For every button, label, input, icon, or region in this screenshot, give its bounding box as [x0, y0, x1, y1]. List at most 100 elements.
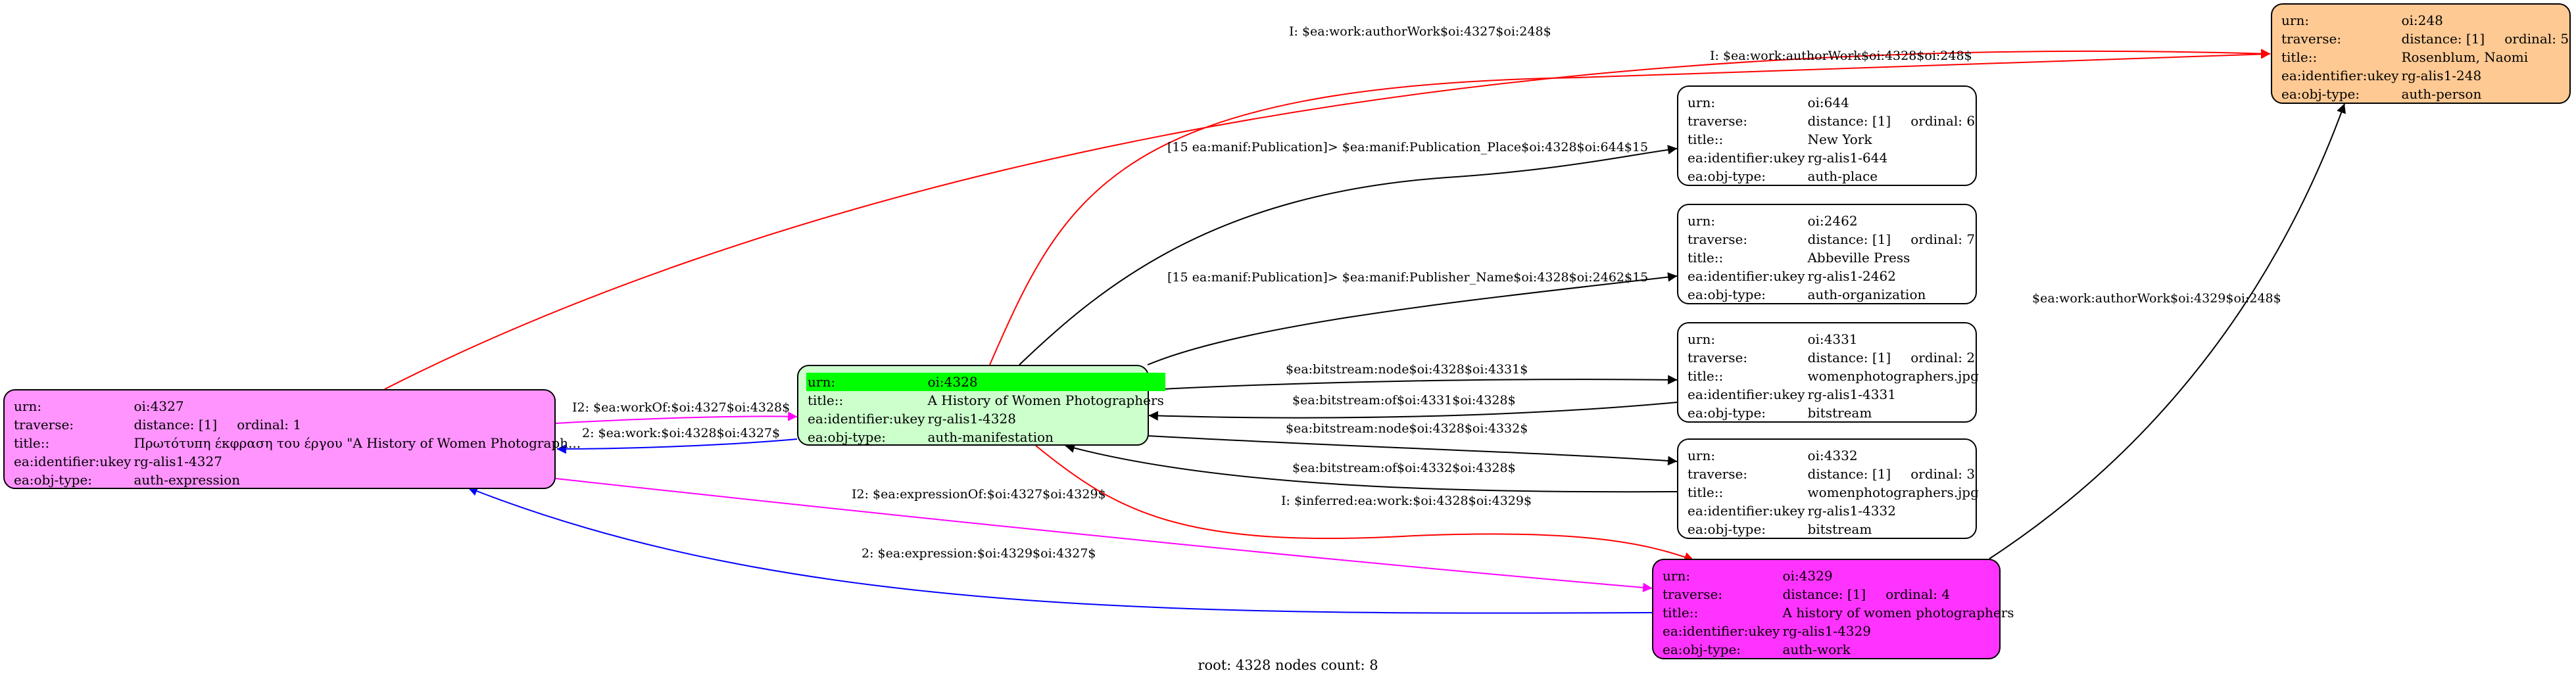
ordinal-value: ordinal: 6: [1910, 113, 1976, 129]
title-value: Πρωτότυπη έκφραση του έργου "A History o…: [134, 435, 581, 451]
edge-label-inferred-work: I: $inferred:ea:work:$oi:4328$oi:4329$: [1281, 494, 1532, 508]
title-key: title::: [14, 435, 50, 451]
urn-key: urn:: [1663, 568, 1691, 584]
title-key: title::: [1688, 131, 1724, 147]
urn-key: urn:: [2281, 12, 2310, 28]
urn-value: oi:4327: [134, 398, 184, 414]
title-value: Abbeville Press: [1807, 250, 1910, 266]
ukey-key: ea:identifier:ukey: [1688, 387, 1805, 402]
traverse-key: traverse:: [1688, 466, 1748, 482]
edge-4328-work-4327: [556, 438, 798, 454]
traverse-value: distance: [1]: [2401, 31, 2485, 47]
title-key: title::: [1688, 250, 1724, 266]
ukey-key: ea:identifier:ukey: [1688, 268, 1805, 284]
edge-4328-bitstream-node-4331: [1147, 375, 1678, 390]
type-value: auth-organization: [1807, 287, 1926, 302]
traverse-key: traverse:: [1688, 350, 1748, 365]
edge-4329-authorwork-248: [1989, 103, 2346, 559]
edge-4328-authorwork-248: [989, 49, 2271, 365]
title-value: New York: [1807, 131, 1872, 147]
ukey-key: ea:identifier:ukey: [14, 454, 132, 469]
urn-key: urn:: [806, 373, 927, 391]
node-oi-2462[interactable]: urn: oi:2462 traverse: distance: [1] ordina…: [1677, 204, 1977, 304]
ukey-key: ea:identifier:ukey: [1688, 503, 1805, 519]
ordinal-value: ordinal: 4: [1885, 586, 1951, 602]
urn-key: urn:: [1688, 95, 1716, 110]
urn-key: urn:: [1688, 331, 1716, 347]
edge-4329-expression-4327: [468, 486, 1653, 614]
node-oi-4329[interactable]: urn: oi:4329 traverse: distance: [1] ordina…: [1652, 559, 2014, 659]
ukey-key: ea:identifier:ukey: [1663, 623, 1780, 639]
ordinal-value: ordinal: 7: [1910, 231, 1976, 247]
traverse-value: distance: [1]: [134, 417, 218, 433]
type-value: auth-manifestation: [927, 429, 1054, 445]
edge-label-4329-authorwork-248: $ea:work:authorWork$oi:4329$oi:248$: [2032, 291, 2281, 306]
type-value: auth-person: [2401, 86, 2482, 102]
type-value: auth-expression: [134, 472, 241, 488]
urn-key: urn:: [14, 398, 42, 414]
type-key: ea:obj-type:: [1663, 642, 1741, 657]
ordinal-value: ordinal: 5: [2504, 31, 2569, 47]
urn-value: oi:248: [2401, 12, 2443, 28]
type-value: auth-place: [1807, 168, 1878, 184]
traverse-key: traverse:: [1663, 586, 1723, 602]
node-oi-4332[interactable]: urn:oi:4332 traverse:distance: [1]ordina…: [1677, 438, 1979, 539]
traverse-value: distance: [1]: [1807, 231, 1891, 247]
ukey-key: ea:identifier:ukey: [2281, 68, 2399, 83]
edge-label-workof: I2: $ea:workOf:$oi:4327$oi:4328$: [572, 400, 790, 415]
urn-value: oi:4329: [1782, 568, 1833, 584]
type-key: ea:obj-type:: [1688, 405, 1766, 421]
node-oi-4327[interactable]: urn:oi:4327 traverse:distance: [1]ordina…: [3, 389, 581, 489]
title-value: Rosenblum, Naomi: [2401, 49, 2529, 65]
ukey-value: rg-alis1-4331: [1807, 387, 1896, 402]
ukey-value: rg-alis1-4329: [1782, 623, 1871, 639]
title-value: womenphotographers.jpg: [1807, 368, 1979, 384]
edge-4327-workof-4328: [555, 411, 798, 424]
edge-4327-expressionof-4329: [555, 478, 1653, 592]
traverse-key: traverse:: [14, 417, 74, 433]
title-key: title::: [2281, 49, 2318, 65]
title-key: title::: [1688, 368, 1724, 384]
title-value: A History of Women Photographers: [927, 392, 1164, 408]
urn-key: urn:: [1688, 213, 1716, 229]
edge-label-bitstream-node-4331: $ea:bitstream:node$oi:4328$oi:4331$: [1286, 362, 1528, 377]
node-oi-4331[interactable]: urn:oi:4331 traverse:distance: [1]ordina…: [1677, 322, 1979, 423]
urn-value: oi:644: [1807, 95, 1849, 110]
edge-label-bitstream-node-4332: $ea:bitstream:node$oi:4328$oi:4332$: [1286, 421, 1528, 436]
edge-label-publication-place: [15 ea:manif:Publication]> $ea:manif:Pub…: [1167, 140, 1648, 154]
ukey-value: rg-alis1-4327: [134, 454, 222, 469]
node-oi-4328-root[interactable]: urn:oi:4328 title::A History of Women Ph…: [797, 365, 1165, 446]
node-oi-644[interactable]: urn:oi:644 traverse:distance: [1]ordinal…: [1677, 85, 1977, 186]
type-value: bitstream: [1807, 405, 1872, 421]
edge-label-expression: 2: $ea:expression:$oi:4329$oi:4327$: [862, 546, 1096, 561]
traverse-key: traverse:: [1688, 113, 1748, 129]
edge-4332-bitstream-of-4328: [1065, 443, 1678, 493]
edge-label-4327-authorwork-248: I: $ea:work:authorWork$oi:4327$oi:248$: [1289, 24, 1551, 39]
ukey-key: ea:identifier:ukey: [808, 411, 925, 427]
type-key: ea:obj-type:: [2281, 86, 2360, 102]
ukey-value: rg-alis1-644: [1807, 150, 1888, 166]
urn-value: oi:4331: [1807, 331, 1858, 347]
ordinal-value: ordinal: 2: [1910, 350, 1976, 365]
urn-value: oi:2462: [1807, 213, 1858, 229]
type-key: ea:obj-type:: [1688, 168, 1766, 184]
ukey-value: rg-alis1-4332: [1807, 503, 1896, 519]
type-value: auth-work: [1782, 642, 1851, 657]
node-oi-248[interactable]: urn:oi:248 traverse:distance: [1]ordinal…: [2271, 3, 2571, 104]
type-key: ea:obj-type:: [1688, 521, 1766, 537]
title-value: womenphotographers.jpg: [1807, 484, 1979, 500]
urn-value: oi:4328: [926, 373, 1165, 391]
edge-4327-authorwork-248: [384, 49, 2271, 390]
edge-4328-publisher-name-2462: [1147, 272, 1678, 365]
ukey-key: ea:identifier:ukey: [1688, 150, 1805, 166]
traverse-value: distance: [1]: [1807, 466, 1891, 482]
edge-label-bitstream-of-4331: $ea:bitstream:of$oi:4331$oi:4328$: [1292, 393, 1516, 408]
traverse-key: traverse:: [1688, 231, 1748, 247]
edge-label-publisher-name: [15 ea:manif:Publication]> $ea:manif:Pub…: [1167, 270, 1648, 285]
type-key: ea:obj-type:: [808, 429, 887, 445]
type-key: ea:obj-type:: [14, 472, 93, 488]
traverse-value: distance: [1]: [1782, 586, 1866, 602]
type-value: bitstream: [1807, 521, 1872, 537]
edge-4328-publication-place-644: [1019, 145, 1678, 365]
